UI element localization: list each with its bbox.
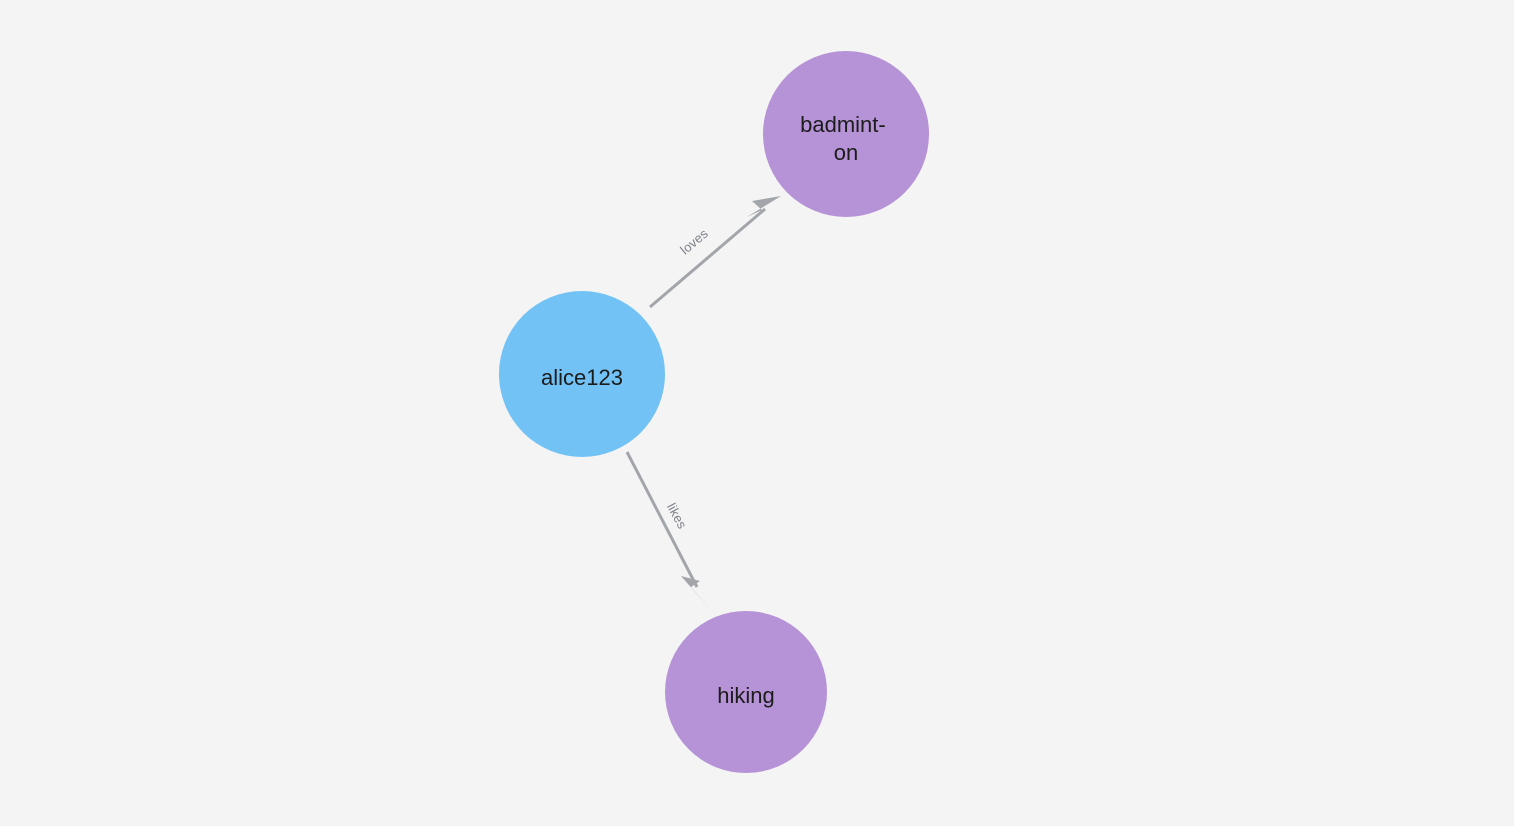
- node-alice123[interactable]: alice123: [499, 291, 665, 457]
- edge-loves-arrowhead: [747, 196, 781, 217]
- node-badminton-label-line-1: badmint-: [800, 112, 886, 137]
- node-badminton-label: badmint- on: [800, 112, 892, 165]
- node-hiking[interactable]: hiking: [665, 611, 827, 773]
- node-alice123-circle[interactable]: [499, 291, 665, 457]
- node-hiking-circle[interactable]: [665, 611, 827, 773]
- node-hiking-label: hiking: [717, 683, 774, 708]
- edge-likes-line: [625, 451, 699, 588]
- node-alice123-label: alice123: [541, 365, 623, 390]
- node-badminton[interactable]: badmint- on: [763, 51, 929, 217]
- edge-loves-line: [649, 207, 766, 309]
- node-hiking-label-line-1: hiking: [717, 683, 774, 708]
- node-badminton-label-line-2: on: [834, 140, 858, 165]
- edge-likes-arrowhead: [681, 576, 710, 609]
- node-badminton-circle[interactable]: [763, 51, 929, 217]
- node-alice123-label-line-1: alice123: [541, 365, 623, 390]
